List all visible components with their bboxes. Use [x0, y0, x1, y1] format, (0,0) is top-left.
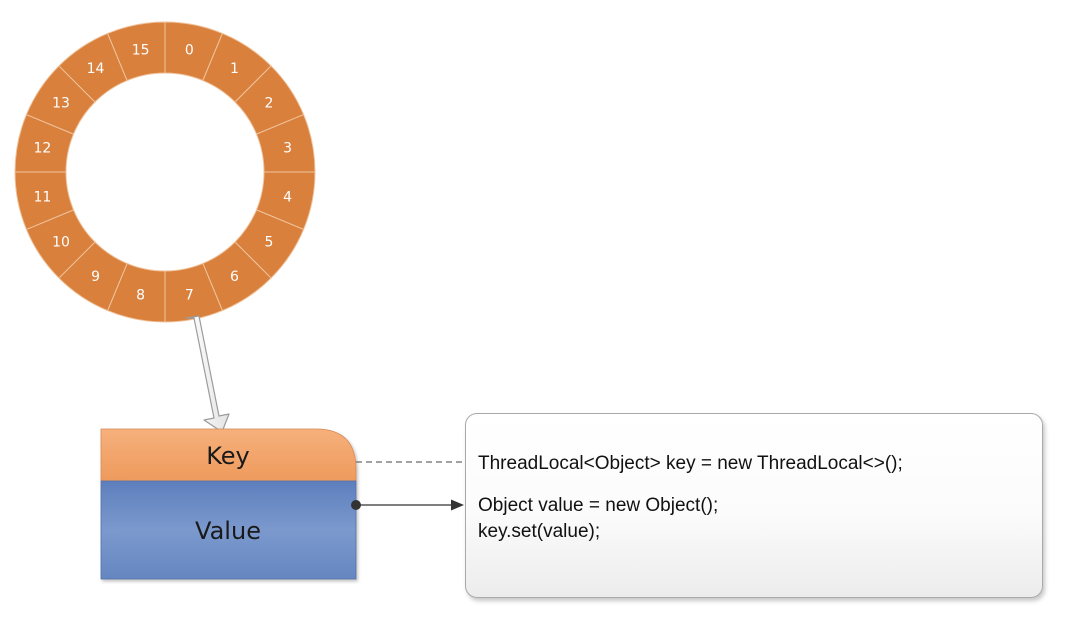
slot-to-entry-arrow — [185, 315, 230, 433]
ring-slot-label-10: 10 — [52, 234, 70, 250]
threadlocal-declaration: ThreadLocal<Object> key = new ThreadLoca… — [478, 453, 903, 474]
ring-slot-label-8: 8 — [136, 288, 145, 304]
ring-slot-label-13: 13 — [52, 96, 70, 112]
code-snippet-box: ThreadLocal<Object> key = new ThreadLoca… — [465, 413, 1043, 598]
ring-slot-label-12: 12 — [33, 141, 51, 157]
key-label: Key — [206, 442, 250, 470]
ring-slot-label-0: 0 — [185, 42, 194, 58]
ring-slot-label-5: 5 — [264, 234, 273, 250]
ring-slot-label-1: 1 — [230, 61, 239, 77]
ring-slot-label-2: 2 — [264, 96, 273, 112]
value-reference-arrow — [351, 499, 464, 511]
ring-slot-label-15: 15 — [132, 42, 150, 58]
key-set-line: key.set(value); — [478, 521, 601, 542]
ring-slot-label-9: 9 — [91, 269, 100, 285]
map-entry — [100, 428, 357, 580]
value-cell — [100, 480, 357, 580]
value-label: Value — [195, 517, 261, 545]
ring-slot-label-4: 4 — [283, 189, 292, 205]
ring-slot-label-3: 3 — [283, 141, 292, 157]
ring-slot-label-14: 14 — [87, 61, 105, 77]
value-assignment-line: Object value = new Object(); — [478, 495, 719, 516]
ring-slot-label-11: 11 — [33, 189, 51, 205]
ring-slot-label-7: 7 — [185, 288, 194, 304]
key-cell — [100, 428, 357, 482]
ring-slot-15 — [106, 21, 166, 82]
value-reference-arrowhead — [451, 499, 464, 511]
ring-slot-label-6: 6 — [230, 269, 239, 285]
